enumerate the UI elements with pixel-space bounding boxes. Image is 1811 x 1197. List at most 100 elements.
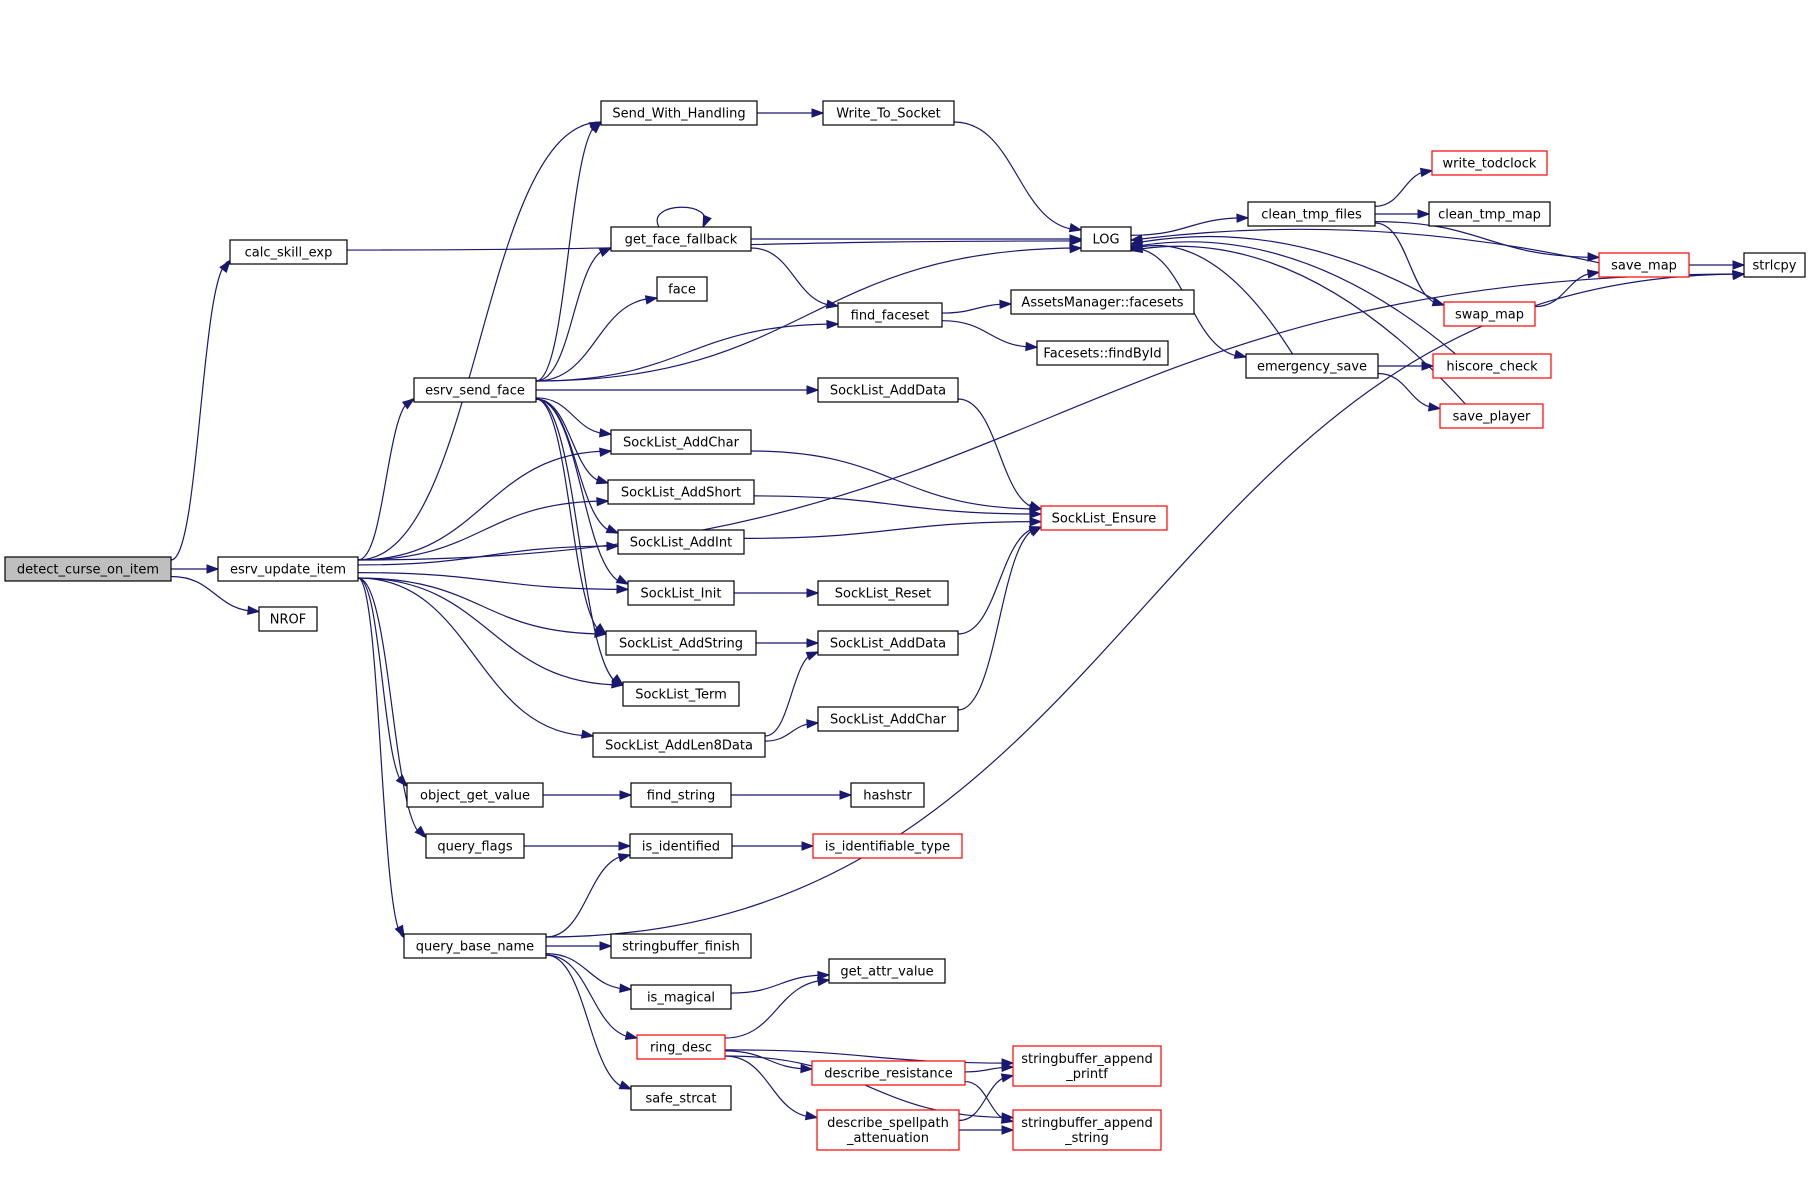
node-find-string[interactable]: find_string <box>630 782 732 808</box>
node-clean-tmp-files[interactable]: clean_tmp_files <box>1247 201 1376 227</box>
node-ring-desc[interactable]: ring_desc <box>636 1034 726 1060</box>
edge-is-magical-to-get-attr-value <box>730 970 831 994</box>
edge-query-flags-to-is-identified <box>524 841 632 851</box>
node-box <box>828 958 946 984</box>
node-box <box>817 706 959 732</box>
node-face[interactable]: face <box>656 276 708 302</box>
node-box <box>1080 226 1132 252</box>
node-find-faceset[interactable]: find_faceset <box>837 302 943 328</box>
node-label: is_identifiable_type <box>825 840 950 855</box>
node-label: find_faceset <box>851 309 930 324</box>
node-query-base-name[interactable]: query_base_name <box>403 933 547 959</box>
node-label: stringbuffer_finish <box>622 940 740 955</box>
node-label: detect_curse_on_item <box>17 563 159 578</box>
node-box <box>607 479 755 505</box>
node-box <box>425 833 525 859</box>
node-label: SockList_AddString <box>619 637 743 652</box>
node-socklist-adddata-2[interactable]: SockList_AddData <box>817 630 959 656</box>
edge-clean-tmp-files-to-save-map <box>1374 221 1601 262</box>
node-box <box>1012 1109 1162 1151</box>
node-socklist-reset[interactable]: SockList_Reset <box>817 580 949 606</box>
node-box <box>627 580 735 606</box>
node-socklist-addlen8data[interactable]: SockList_AddLen8Data <box>592 732 766 758</box>
edge-object-get-value-to-find-string <box>543 790 633 800</box>
node-nrof[interactable]: NROF <box>258 606 318 632</box>
node-label: _attenuation <box>846 1131 929 1146</box>
node-box <box>4 556 172 582</box>
node-query-flags[interactable]: query_flags <box>425 833 525 859</box>
node-box <box>1036 340 1169 366</box>
node-socklist-adddata-1[interactable]: SockList_AddData <box>817 377 959 403</box>
node-box <box>1012 1045 1162 1087</box>
edge-esrv-update-item-to-socklist-addchar-1 <box>357 447 613 561</box>
node-label: SockList_AddChar <box>623 436 740 451</box>
node-safe-strcat[interactable]: safe_strcat <box>630 1085 732 1111</box>
node-box <box>1743 252 1806 278</box>
edge-socklist-addshort-to-socklist-ensure <box>753 495 1043 519</box>
edge-socklist-init-to-socklist-reset <box>734 588 820 598</box>
node-write-to-socket[interactable]: Write_To_Socket <box>822 100 955 126</box>
node-write-todclock[interactable]: write_todclock <box>1431 150 1548 176</box>
node-stringbuffer-finish[interactable]: stringbuffer_finish <box>610 933 752 959</box>
node-label: face <box>668 283 696 298</box>
node-get-attr-value[interactable]: get_attr_value <box>828 958 946 984</box>
node-label: SockList_AddInt <box>630 536 732 551</box>
node-calc-skill-exp[interactable]: calc_skill_exp <box>229 239 348 265</box>
node-esrv-update-item[interactable]: esrv_update_item <box>217 556 359 582</box>
node-send-with-handling[interactable]: Send_With_Handling <box>600 100 758 126</box>
node-assetsmanager-facesets[interactable]: AssetsManager::facesets <box>1010 289 1195 315</box>
node-label: is_magical <box>647 991 715 1006</box>
node-describe-spellpath-attenuation[interactable]: describe_spellpath_attenuation <box>816 1109 960 1151</box>
node-box <box>837 302 943 328</box>
node-socklist-addint[interactable]: SockList_AddInt <box>617 529 745 555</box>
node-get-face-fallback[interactable]: get_face_fallback <box>610 226 752 252</box>
node-save-player[interactable]: save_player <box>1439 403 1544 429</box>
node-box <box>812 833 963 859</box>
edge-esrv-update-item-to-object-get-value <box>357 577 409 788</box>
node-stringbuffer-append-printf[interactable]: stringbuffer_append_printf <box>1012 1045 1162 1087</box>
node-socklist-addchar-1[interactable]: SockList_AddChar <box>610 429 752 455</box>
node-label: ring_desc <box>650 1041 712 1056</box>
node-is-identified[interactable]: is_identified <box>629 833 733 859</box>
node-socklist-ensure[interactable]: SockList_Ensure <box>1040 505 1168 531</box>
edge-query-base-name-to-is-magical <box>545 953 633 993</box>
node-socklist-term[interactable]: SockList_Term <box>622 681 740 707</box>
node-box <box>850 782 925 808</box>
node-hiscore-check[interactable]: hiscore_check <box>1432 353 1552 379</box>
edge-ring-desc-to-describe-spellpath-attenuation <box>724 1055 819 1121</box>
edge-swap-map-to-save-map <box>1534 269 1601 308</box>
node-object-get-value[interactable]: object_get_value <box>406 782 544 808</box>
node-swap-map[interactable]: swap_map <box>1443 301 1536 327</box>
edge-esrv-update-item-to-query-base-name <box>357 577 405 939</box>
node-box <box>630 782 732 808</box>
node-label: _printf <box>1065 1067 1108 1082</box>
node-label: emergency_save <box>1257 360 1367 375</box>
edge-socklist-addlen8data-to-socklist-adddata-2 <box>764 651 820 737</box>
node-clean-tmp-map[interactable]: clean_tmp_map <box>1428 201 1551 227</box>
node-socklist-init[interactable]: SockList_Init <box>627 580 735 606</box>
node-log[interactable]: LOG <box>1080 226 1132 252</box>
node-box <box>1443 301 1536 327</box>
node-detect-curse-on-item[interactable]: detect_curse_on_item <box>4 556 172 582</box>
node-is-magical[interactable]: is_magical <box>630 984 732 1010</box>
node-box <box>1432 353 1552 379</box>
node-box <box>413 377 537 403</box>
node-socklist-addchar-2[interactable]: SockList_AddChar <box>817 706 959 732</box>
node-describe-resistance[interactable]: describe_resistance <box>811 1060 966 1086</box>
node-box <box>817 377 959 403</box>
node-stringbuffer-append-string[interactable]: stringbuffer_append_string <box>1012 1109 1162 1151</box>
node-save-map[interactable]: save_map <box>1598 252 1690 278</box>
node-emergency-save[interactable]: emergency_save <box>1245 353 1379 379</box>
node-socklist-addstring[interactable]: SockList_AddString <box>605 630 757 656</box>
edge-esrv-send-face-to-socklist-adddata-1 <box>536 385 820 395</box>
edge-query-base-name-to-stringbuffer-finish <box>546 941 613 951</box>
node-hashstr[interactable]: hashstr <box>850 782 925 808</box>
node-esrv-send-face[interactable]: esrv_send_face <box>413 377 537 403</box>
node-strlcpy[interactable]: strlcpy <box>1743 252 1806 278</box>
node-label: stringbuffer_append <box>1021 1052 1153 1067</box>
node-facesets-findbyid[interactable]: Facesets::findById <box>1036 340 1169 366</box>
edge-query-base-name-to-safe-strcat <box>545 954 633 1090</box>
node-socklist-addshort[interactable]: SockList_AddShort <box>607 479 755 505</box>
node-is-identifiable-type[interactable]: is_identifiable_type <box>812 833 963 859</box>
node-label: SockList_AddChar <box>830 713 947 728</box>
